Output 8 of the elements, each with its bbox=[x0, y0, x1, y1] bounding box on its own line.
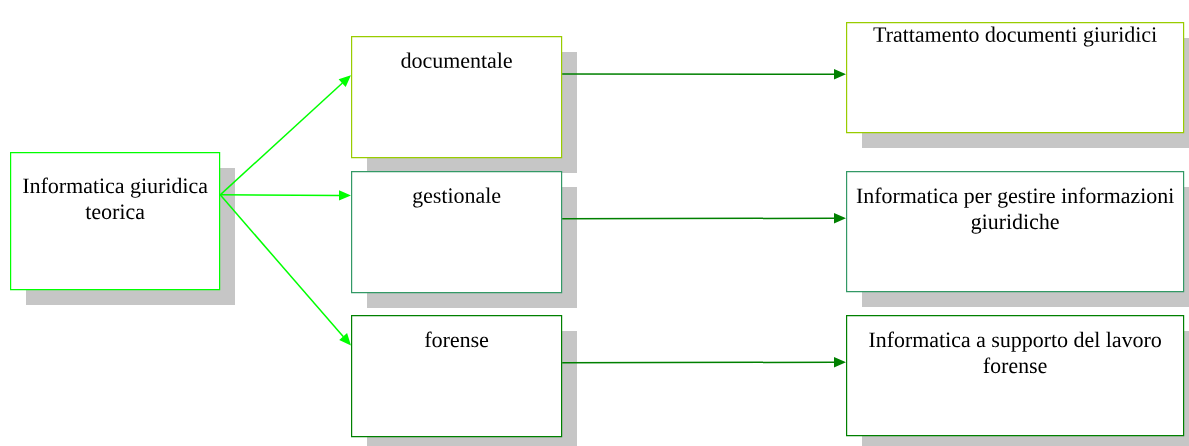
text-box: forense bbox=[351, 315, 577, 446]
text-box: Informatica per gestire informazioni giuridiche bbox=[846, 171, 1189, 307]
text-box: gestionale bbox=[351, 171, 577, 308]
text-box: Trattamento documenti giuridici bbox=[846, 22, 1189, 148]
text-box: Informatica giuridica teorica bbox=[10, 152, 235, 305]
text-box: Informatica a supporto del lavoro forense bbox=[846, 315, 1189, 446]
text-box: documentale bbox=[351, 36, 577, 173]
arrow bbox=[219, 75, 351, 196]
